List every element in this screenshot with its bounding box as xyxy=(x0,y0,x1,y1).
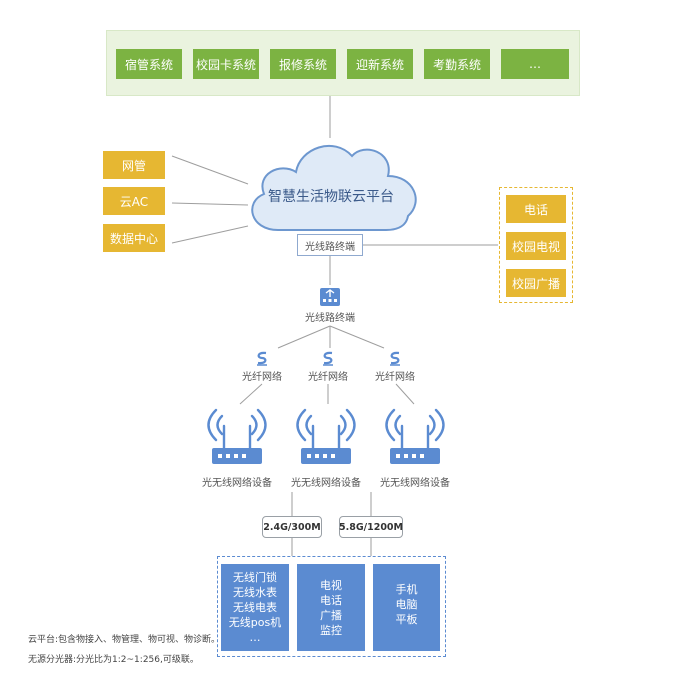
speed-box-5-8g: 5.8G/1200M xyxy=(339,516,403,538)
left-item-cloud-ac[interactable]: 云AC xyxy=(103,187,165,215)
device-box-personal[interactable]: 手机 电脑 平板 xyxy=(373,564,440,651)
fiber-label: 光纤网络 xyxy=(308,372,348,383)
system-box-enrollment[interactable]: 迎新系统 xyxy=(347,49,413,79)
device-item: 监控 xyxy=(320,623,342,637)
note-cloud-platform: 云平台:包含物接入、物管理、物可视、物诊断。 xyxy=(28,635,221,645)
left-item-network-mgmt[interactable]: 网管 xyxy=(103,151,165,179)
router-label: 光无线网络设备 xyxy=(380,478,450,489)
system-box-campus-card[interactable]: 校园卡系统 xyxy=(193,49,259,79)
device-item: 电脑 xyxy=(395,598,418,611)
device-item: … xyxy=(249,631,261,644)
right-group-box xyxy=(499,187,573,303)
olt-box[interactable]: 光线路终端 xyxy=(297,234,363,256)
fiber-icon xyxy=(390,351,400,366)
left-item-data-center[interactable]: 数据中心 xyxy=(103,224,165,252)
device-item: 电话 xyxy=(320,593,342,607)
device-item: 无线水表 xyxy=(233,586,277,599)
device-item: 无线电表 xyxy=(233,601,277,614)
system-box-attendance[interactable]: 考勤系统 xyxy=(424,49,490,79)
device-group-container xyxy=(217,556,446,657)
note-splitter: 无源分光器:分光比为1:2~1:256,可级联。 xyxy=(28,655,199,665)
fiber-label: 光纤网络 xyxy=(375,372,415,383)
olt-device-icon xyxy=(320,288,340,306)
speed-box-2-4g: 2.4G/300M xyxy=(262,516,322,538)
device-item: 广播 xyxy=(320,608,342,622)
router-icon xyxy=(296,408,356,464)
system-box-dorm[interactable]: 宿管系统 xyxy=(116,49,182,79)
right-item-campus-broadcast[interactable]: 校园广播 xyxy=(506,269,566,297)
fiber-icon xyxy=(257,351,267,366)
fiber-icon xyxy=(323,351,333,366)
cloud-platform-icon xyxy=(251,145,417,231)
device-item: 平板 xyxy=(395,613,418,626)
device-item: 手机 xyxy=(395,583,418,596)
system-box-more[interactable]: … xyxy=(501,49,569,79)
device-item: 无线门锁 xyxy=(233,571,277,584)
router-icon xyxy=(207,408,267,464)
router-label: 光无线网络设备 xyxy=(202,478,272,489)
right-item-campus-tv[interactable]: 校园电视 xyxy=(506,232,566,260)
router-label: 光无线网络设备 xyxy=(291,478,361,489)
olt-device-label: 光线路终端 xyxy=(305,313,355,324)
fiber-label: 光纤网络 xyxy=(242,372,282,383)
system-box-repair[interactable]: 报修系统 xyxy=(270,49,336,79)
device-item: 电视 xyxy=(320,578,342,592)
device-box-media[interactable]: 电视 电话 广播 监控 xyxy=(297,564,365,651)
device-box-iot[interactable]: 无线门锁 无线水表 无线电表 无线pos机 … xyxy=(221,564,289,651)
cloud-platform-label: 智慧生活物联云平台 xyxy=(268,189,394,205)
router-icon xyxy=(385,408,445,464)
right-item-phone[interactable]: 电话 xyxy=(506,195,566,223)
device-item: 无线pos机 xyxy=(228,616,282,629)
